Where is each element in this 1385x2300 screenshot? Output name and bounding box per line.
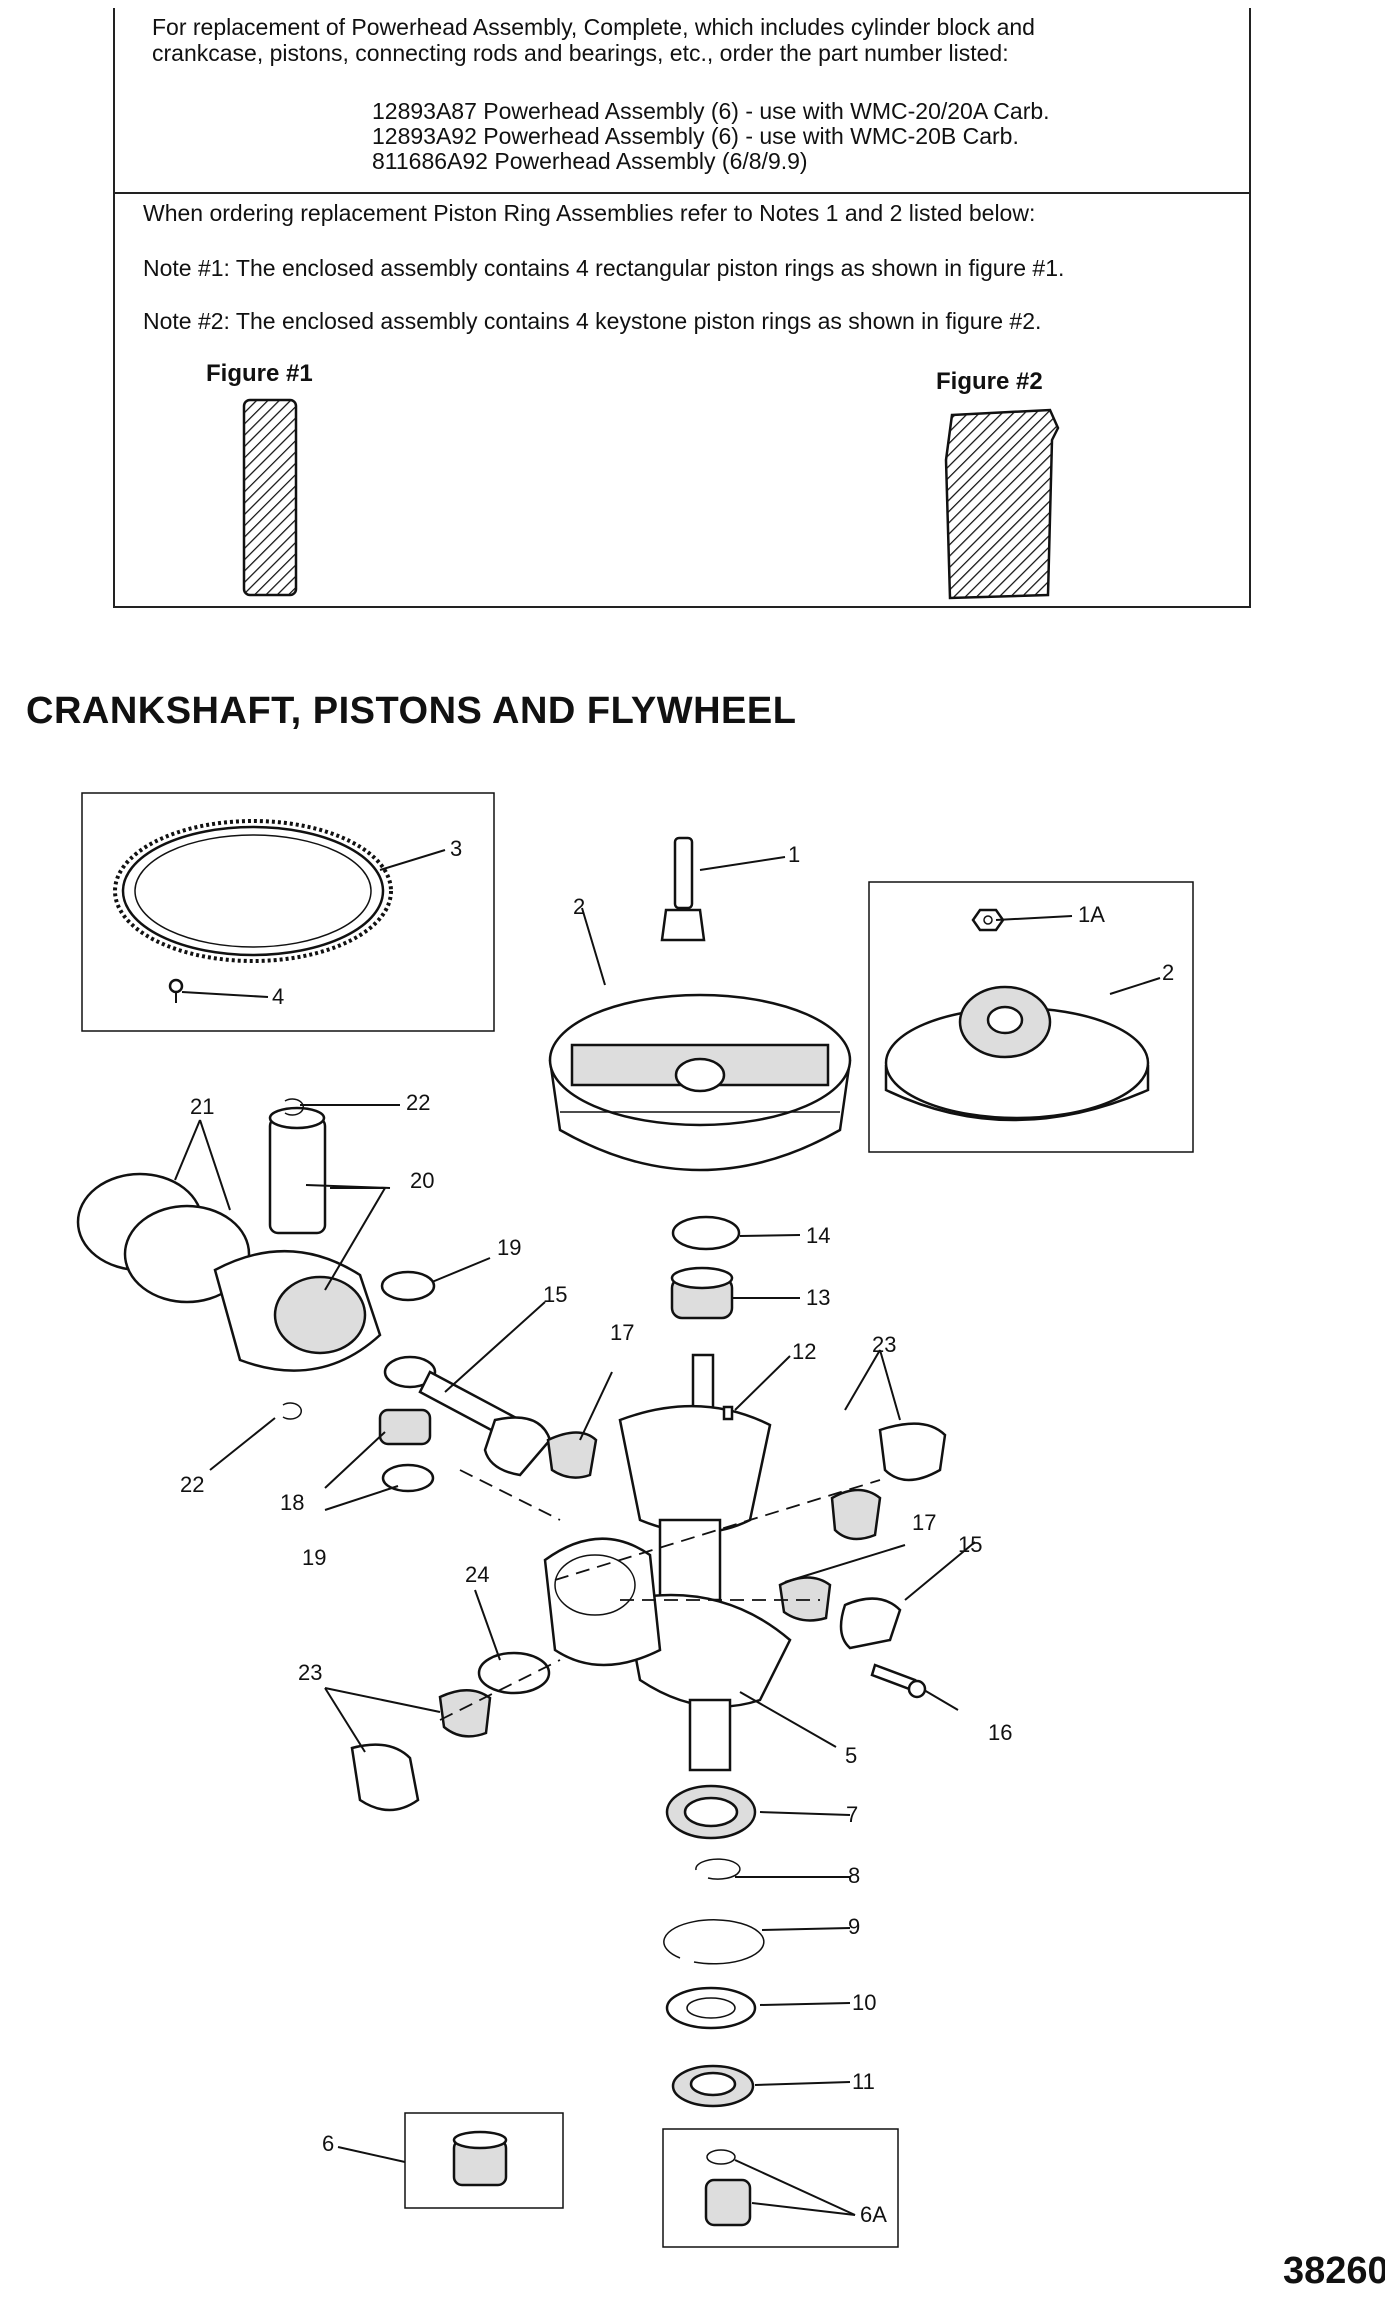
callout-15: 15 [958, 1532, 982, 1557]
flywheel-stud [660, 836, 706, 942]
callout-1a: 1A [1078, 902, 1105, 927]
rod-bearing-half [546, 1431, 598, 1479]
callout-8: 8 [848, 1863, 860, 1888]
callout-16: 16 [988, 1720, 1012, 1745]
alt-flywheel-inset-box [868, 881, 1194, 1153]
rod-cap [839, 1597, 902, 1650]
upper-needle-bearing [670, 1266, 734, 1320]
bushing-kit-ring [706, 2149, 736, 2165]
callout-15: 15 [543, 1282, 567, 1307]
rod-cap-screw [870, 1663, 927, 1699]
figure-1-label: Figure #1 [206, 360, 313, 387]
callout-2: 2 [573, 894, 585, 919]
callout-22: 22 [406, 1090, 430, 1115]
bushing-kit-inset-box [662, 2128, 899, 2248]
callout-19: 19 [497, 1235, 521, 1260]
callout-7: 7 [846, 1802, 858, 1827]
lower-piston-ring [477, 1651, 551, 1695]
callout-6a: 6A [860, 2202, 887, 2227]
flywheel [548, 993, 852, 1172]
callout-24: 24 [465, 1562, 489, 1587]
lower-seal-carrier [665, 1986, 757, 2030]
callout-10: 10 [852, 1990, 876, 2015]
callout-12: 12 [792, 1339, 816, 1364]
callout-23: 23 [298, 1660, 322, 1685]
bushing-inset-box [404, 2112, 564, 2209]
callout-14: 14 [806, 1223, 830, 1248]
notice-intro-line-1: For replacement of Powerhead Assembly, C… [152, 14, 1035, 40]
piston-pin [268, 1106, 327, 1235]
flywheel-ring-gear [113, 819, 393, 963]
note-1: Note #1: The enclosed assembly contains … [143, 255, 1065, 281]
thrust-washer [380, 1270, 436, 1302]
callout-17: 17 [912, 1510, 936, 1535]
alt-flywheel [884, 985, 1150, 1122]
lower-rod-bearing [778, 1576, 832, 1622]
upper-seal [671, 1215, 741, 1251]
wrist-pin-bearing [378, 1408, 432, 1446]
callout-5: 5 [845, 1743, 857, 1768]
main-bearing-shell [878, 1422, 947, 1482]
piston-pin-retainer [284, 1098, 304, 1116]
main-bearing-half [830, 1488, 882, 1541]
lower-main-bearing-shell [350, 1743, 420, 1812]
retaining-ring-large [663, 1919, 765, 1965]
callout-23: 23 [872, 1332, 896, 1357]
callout-2: 2 [1162, 960, 1174, 985]
notice-intro-line-2: crankcase, pistons, connecting rods and … [152, 40, 1009, 66]
callout-18: 18 [280, 1490, 304, 1515]
assembly-guide-line [459, 1469, 561, 1521]
callout-13: 13 [806, 1285, 830, 1310]
callout-3: 3 [450, 836, 462, 861]
section-title: CRANKSHAFT, PISTONS AND FLYWHEEL [26, 690, 797, 732]
powerhead-assembly-section [115, 8, 1249, 194]
keystone-ring-figure [944, 408, 1060, 600]
bushing [452, 2130, 508, 2187]
lower-bearing-half [438, 1689, 492, 1738]
bushing-kit-sleeve [704, 2178, 752, 2227]
connecting-rod [383, 1355, 552, 1477]
callout-9: 9 [848, 1914, 860, 1939]
assembly-line: 12893A92 Powerhead Assembly (6) - use wi… [372, 123, 1019, 149]
crankshaft-key [722, 1405, 734, 1421]
assembly-line: 811686A92 Powerhead Assembly (6/8/9.9) [372, 148, 808, 174]
callout-11: 11 [852, 2069, 875, 2094]
callout-20: 20 [410, 1168, 434, 1193]
callout-22: 22 [180, 1472, 204, 1497]
rectangular-ring-figure [242, 398, 298, 597]
callout-6: 6 [322, 2131, 334, 2156]
lower-piston [543, 1537, 662, 1667]
piston-pin-retainer [282, 1402, 302, 1420]
callout-1: 1 [788, 842, 800, 867]
assembly-guide-line [439, 1659, 561, 1721]
callout-4: 4 [272, 984, 284, 1009]
lower-oil-seal [671, 2064, 755, 2108]
flywheel-nut [971, 908, 1005, 932]
figure-2-label: Figure #2 [936, 368, 1043, 395]
leader-lines [174, 849, 1161, 2216]
callout-21: 21 [190, 1094, 214, 1119]
assembly-line: 12893A87 Powerhead Assembly (6) - use wi… [372, 98, 1050, 124]
callout-19: 19 [302, 1545, 326, 1570]
note-2: Note #2: The enclosed assembly contains … [143, 308, 1042, 334]
lower-ball-bearing [665, 1784, 757, 1840]
retaining-ring-small [695, 1858, 741, 1880]
callout-17: 17 [610, 1320, 634, 1345]
thrust-washer [381, 1463, 435, 1493]
ring-gear-screw [168, 978, 184, 1003]
ring-gear-inset-box [81, 792, 495, 1032]
ring-intro: When ordering replacement Piston Ring As… [143, 200, 1036, 226]
replacement-notice-box [113, 8, 1251, 608]
assembly-guide-line [554, 1479, 881, 1581]
piston [213, 1249, 382, 1372]
crankshaft [618, 1353, 792, 1772]
document-number: 38260 [1283, 2250, 1385, 2292]
